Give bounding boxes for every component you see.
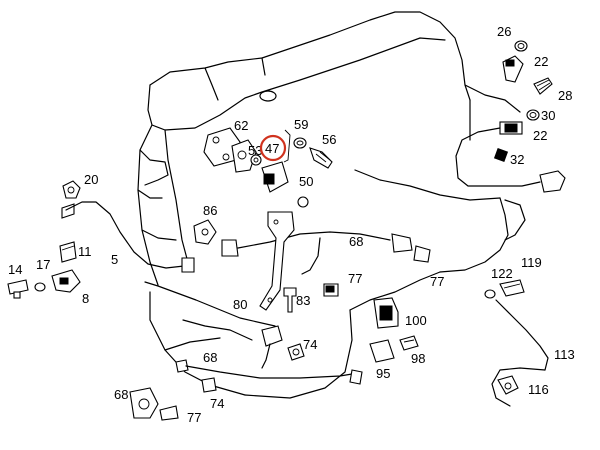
label-113: 113 <box>554 347 575 362</box>
label-22: 22 <box>534 54 548 69</box>
label-28: 28 <box>558 88 572 103</box>
engine-block <box>137 11 526 399</box>
label-119: 119 <box>521 255 542 270</box>
label-5: 5 <box>111 252 118 267</box>
part-labels: 26 22 28 30 22 32 62 59 56 53 47 50 20 8… <box>8 24 575 425</box>
label-80: 80 <box>233 297 247 312</box>
left-harness-group <box>7 180 195 299</box>
label-74: 74 <box>210 396 224 411</box>
camshaft-sensor-group <box>455 40 566 193</box>
label-50: 50 <box>299 174 313 189</box>
label-68: 68 <box>349 234 363 249</box>
bracket-group <box>193 211 431 313</box>
label-100: 100 <box>405 313 427 328</box>
label-62: 62 <box>234 118 248 133</box>
crankshaft-sensor-group <box>203 127 333 208</box>
highlight-ring <box>259 134 287 162</box>
label-68: 68 <box>203 350 217 365</box>
label-116: 116 <box>528 382 549 397</box>
label-26: 26 <box>497 24 511 39</box>
lower-harness-group <box>129 325 363 421</box>
label-17: 17 <box>36 257 50 272</box>
label-77: 77 <box>348 271 362 286</box>
right-lower-group <box>369 279 549 407</box>
label-11: 11 <box>78 244 92 259</box>
label-53: 53 <box>248 143 262 158</box>
label-77: 77 <box>430 274 444 289</box>
label-77: 77 <box>187 410 201 425</box>
label-56: 56 <box>322 132 336 147</box>
label-47: 47 <box>265 141 279 156</box>
label-14: 14 <box>8 262 22 277</box>
label-122: 122 <box>491 266 513 281</box>
label-20: 20 <box>84 172 98 187</box>
label-22: 22 <box>533 128 547 143</box>
label-83: 83 <box>296 293 310 308</box>
label-74: 74 <box>303 337 317 352</box>
label-59: 59 <box>294 117 308 132</box>
label-32: 32 <box>510 152 524 167</box>
label-98: 98 <box>411 351 425 366</box>
label-30: 30 <box>541 108 555 123</box>
label-86: 86 <box>203 203 217 218</box>
label-68: 68 <box>114 387 128 402</box>
label-95: 95 <box>376 366 390 381</box>
label-8: 8 <box>82 291 89 306</box>
